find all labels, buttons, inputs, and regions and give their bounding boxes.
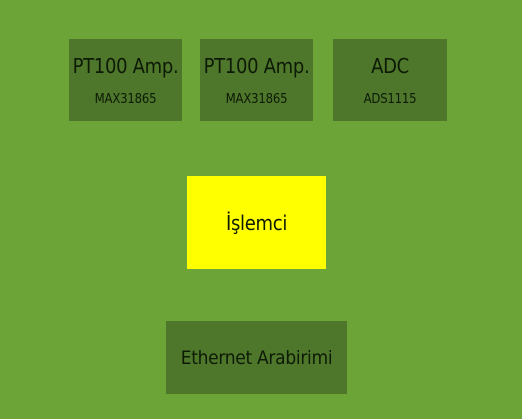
block-part-number: ADS1115: [363, 92, 417, 107]
adc-block: ADC ADS1115: [333, 39, 447, 121]
block-title: PT100 Amp.: [72, 54, 179, 78]
ethernet-interface-block: Ethernet Arabirimi: [166, 321, 347, 394]
pt100-amp-block-2: PT100 Amp. MAX31865: [200, 39, 313, 121]
ethernet-label: Ethernet Arabirimi: [180, 346, 333, 369]
block-part-number: MAX31865: [94, 92, 157, 107]
block-part-number: MAX31865: [225, 92, 288, 107]
block-title: ADC: [371, 54, 409, 78]
processor-label: İşlemci: [225, 210, 288, 235]
processor-block: İşlemci: [187, 176, 326, 269]
block-title: PT100 Amp.: [203, 54, 310, 78]
pt100-amp-block-1: PT100 Amp. MAX31865: [69, 39, 182, 121]
